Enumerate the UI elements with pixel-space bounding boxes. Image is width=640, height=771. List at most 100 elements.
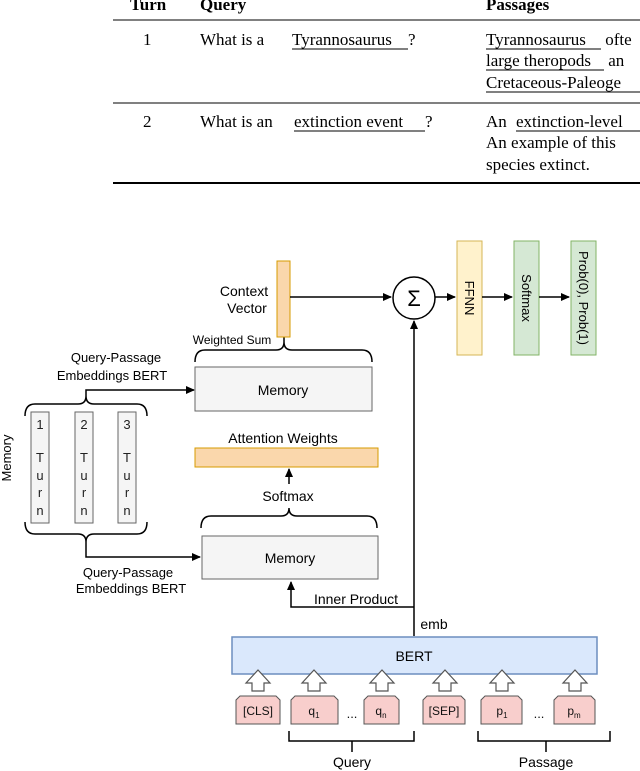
output-label: Prob(0), Prob(1) (576, 251, 591, 345)
row1-passage-line2-u: large theropods (486, 51, 591, 70)
turn-1-letter: u (36, 468, 43, 483)
turn-3-letter: r (125, 485, 130, 500)
table-row: 2 What is an extinction event ? An extin… (143, 112, 640, 174)
dots-query: ... (347, 706, 358, 721)
token-qn-label: qn (375, 704, 386, 720)
turn-3-letter: n (123, 503, 130, 518)
row1-passage-line2-rest: an (604, 51, 625, 70)
softmax-mid-label: Softmax (262, 488, 313, 504)
ffnn-box (456, 240, 483, 356)
turn-3-letter: u (123, 468, 130, 483)
context-vector-box (276, 260, 291, 338)
token-qn (363, 695, 400, 725)
memory-top-label: Memory (258, 382, 309, 398)
turn-boxes: 1 T u r n 2 T u r n 3 T u r n (30, 411, 137, 524)
header-passages: Passages (486, 0, 550, 14)
turn-2-letter: r (82, 485, 87, 500)
turns-bottom-brace (24, 521, 148, 543)
turn-2-number: 2 (80, 417, 87, 432)
arrow-to-memory-bottom (85, 542, 201, 561)
row1-turn: 1 (143, 30, 152, 49)
row2-query-prefix: What is an (200, 112, 273, 131)
turn-1-letter: T (36, 450, 44, 465)
up-arrow-q1 (300, 669, 328, 692)
turn-1-letter: n (36, 503, 43, 518)
qp-embeddings-bottom-line1: Query-Passage (83, 565, 173, 580)
memory-bottom-box (201, 535, 379, 580)
memory-top-box (194, 366, 373, 412)
turn-3-number: 3 (123, 417, 130, 432)
qp-embeddings-top-line1: Query-Passage (71, 350, 161, 365)
emb-label: emb (420, 616, 447, 632)
turn-table: Turn Query Passages 1 What is a Tyrannos… (113, 0, 640, 184)
turns-top-brace (24, 395, 148, 417)
passage-label: Passage (519, 754, 574, 770)
qp-embeddings-bottom-line2: Embeddings BERT (76, 581, 186, 596)
row1-query-term: Tyrannosaurus (292, 30, 392, 49)
turn-1-letter: r (38, 485, 43, 500)
row2-query-suffix: ? (425, 112, 433, 131)
row2-passage-line3: species extinct. (486, 155, 590, 174)
token-pm (553, 695, 596, 725)
row2-passage-line2: An example of this (486, 133, 616, 152)
attention-weights-box (194, 447, 379, 468)
turn-2-letter: n (80, 503, 87, 518)
bert-box (231, 636, 598, 675)
row1-query-suffix: ? (408, 30, 416, 49)
header-query: Query (200, 0, 247, 14)
up-arrow-p1 (488, 669, 516, 692)
ffnn-label: FFNN (462, 281, 477, 316)
row2-passage-line1-u: extinction-level (516, 112, 623, 131)
softmax-right-label: Softmax (519, 274, 534, 322)
turn-3-letter: T (123, 450, 131, 465)
attention-weights-label: Attention Weights (228, 430, 337, 446)
up-arrow-sep (431, 669, 459, 692)
token-sep (422, 695, 466, 725)
row1-query-prefix: What is a (200, 30, 265, 49)
arrow-inner-product (287, 581, 414, 608)
query-label: Query (333, 754, 371, 770)
token-cls (235, 695, 281, 725)
token-cls-label: [CLS] (243, 704, 273, 718)
turn-2-letter: T (80, 450, 88, 465)
memory-side-label: Memory (0, 434, 14, 481)
up-arrow-qn (368, 669, 396, 692)
qp-embeddings-top-line2: Embeddings BERT (57, 368, 167, 383)
row2-passage-line1-plain: An (486, 112, 511, 131)
softmax-brace (200, 507, 378, 529)
up-arrow-pm (561, 669, 589, 692)
token-p1-label: p1 (496, 704, 508, 720)
header-turn: Turn (130, 0, 167, 14)
up-arrow-cls (244, 669, 272, 692)
turn-2-letter: u (80, 468, 87, 483)
softmax-right-box (513, 240, 540, 356)
token-pm-label: pm (567, 704, 581, 720)
passage-brace (477, 731, 611, 752)
sum-symbol: Σ (407, 286, 421, 311)
turn-1-number: 1 (36, 417, 43, 432)
token-p1 (480, 695, 523, 725)
dots-passage: ... (534, 706, 545, 721)
token-up-arrows (244, 669, 589, 692)
row1-passage-line1-rest: ofte (601, 30, 632, 49)
table-row: 1 What is a Tyrannosaurus ? Tyrannosauru… (143, 30, 640, 93)
token-q1-label: q1 (308, 704, 320, 720)
weighted-sum-label: Weighted Sum (193, 333, 272, 347)
token-q1 (290, 695, 339, 725)
context-vector-line2: Vector (227, 300, 267, 316)
output-box (570, 240, 597, 356)
memory-bottom-label: Memory (265, 550, 316, 566)
turn-box-3 (117, 411, 137, 524)
context-vector-line1: Context (220, 283, 268, 299)
query-brace (288, 731, 415, 752)
row2-query-term: extinction event (294, 112, 403, 131)
turn-box-2 (74, 411, 94, 524)
sum-node (392, 276, 436, 320)
weighted-sum-brace (194, 341, 373, 363)
tokens (235, 695, 596, 725)
row2-turn: 2 (143, 112, 152, 131)
row1-passage-line1-u: Tyrannosaurus (486, 30, 586, 49)
turn-box-1 (30, 411, 50, 524)
token-sep-label: [SEP] (429, 704, 460, 718)
